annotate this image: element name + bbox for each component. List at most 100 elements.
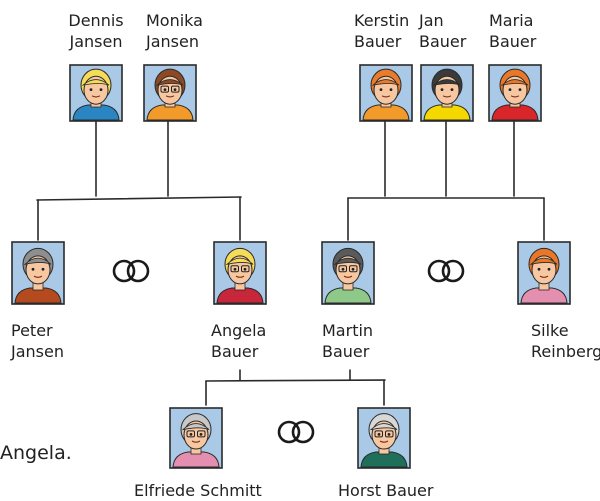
mouth-shape bbox=[91, 95, 101, 98]
first-name: Monika bbox=[146, 11, 203, 30]
marriage-rings bbox=[112, 259, 465, 444]
last-name: Bauer bbox=[354, 32, 402, 51]
eye-shape bbox=[189, 433, 193, 436]
eye-shape bbox=[518, 88, 522, 92]
shirt-shape bbox=[146, 104, 194, 121]
last-name: Bauer bbox=[386, 481, 434, 500]
last-name: Jansen bbox=[69, 32, 123, 51]
shirt-shape bbox=[14, 287, 62, 304]
portrait-maria bbox=[488, 64, 542, 122]
first-name: Jan bbox=[419, 11, 444, 30]
eye-shape bbox=[351, 267, 355, 271]
glasses-lens bbox=[230, 265, 239, 273]
mouth-shape bbox=[235, 275, 245, 278]
shirt-shape bbox=[362, 104, 410, 121]
eye-shape bbox=[41, 267, 45, 271]
mouth-shape bbox=[343, 275, 353, 278]
glasses-lens bbox=[160, 85, 169, 93]
ring-icon bbox=[277, 420, 301, 444]
first-name: Angela bbox=[211, 321, 267, 340]
ring-icon bbox=[126, 259, 150, 283]
first-name: Maria bbox=[489, 11, 534, 30]
glasses-lens bbox=[349, 265, 358, 273]
ring-icon bbox=[441, 259, 465, 283]
fringe-shape bbox=[369, 423, 398, 431]
eye-shape bbox=[450, 88, 454, 92]
fringe-shape bbox=[432, 79, 461, 86]
last-name: Schmitt bbox=[200, 481, 262, 500]
last-name: Bauer bbox=[322, 342, 370, 361]
eye-shape bbox=[173, 88, 177, 92]
fringe-shape bbox=[529, 257, 558, 266]
connector-line bbox=[205, 379, 386, 382]
name-label-elfriede: Elfriede Schmitt bbox=[134, 480, 262, 501]
portrait-jan bbox=[420, 64, 474, 122]
portrait-monika bbox=[143, 64, 197, 122]
ring-icon bbox=[112, 259, 136, 283]
eye-shape bbox=[233, 267, 237, 271]
eye-shape bbox=[389, 88, 393, 92]
fringe-shape bbox=[23, 257, 52, 266]
marriage-rings-icon bbox=[277, 420, 315, 444]
eye-shape bbox=[547, 267, 551, 271]
fringe-shape bbox=[81, 79, 110, 86]
first-name: Kerstin bbox=[354, 11, 410, 30]
first-name: Elfriede bbox=[134, 481, 196, 500]
tree-connectors bbox=[36, 120, 545, 406]
eye-shape bbox=[341, 267, 345, 271]
eye-shape bbox=[508, 88, 512, 92]
first-name: Martin bbox=[322, 321, 374, 340]
marriage-rings-icon bbox=[112, 259, 150, 283]
shirt-shape bbox=[324, 287, 372, 304]
glasses-lens bbox=[374, 430, 383, 438]
first-name: Peter bbox=[11, 321, 53, 340]
glasses-lens bbox=[171, 85, 180, 93]
first-name: Horst bbox=[338, 481, 382, 500]
eye-shape bbox=[31, 267, 35, 271]
mouth-shape bbox=[442, 95, 452, 98]
shirt-shape bbox=[216, 287, 264, 304]
shirt-shape bbox=[172, 451, 220, 468]
first-name: Dennis bbox=[68, 11, 124, 30]
portrait-silke bbox=[517, 241, 571, 305]
portrait-martin bbox=[321, 241, 375, 305]
glasses-lens bbox=[186, 430, 195, 438]
last-name: Bauer bbox=[489, 32, 537, 51]
mouth-shape bbox=[381, 95, 391, 98]
shirt-shape bbox=[491, 104, 539, 121]
ring-icon bbox=[427, 259, 451, 283]
mouth-shape bbox=[539, 275, 549, 278]
last-name: Jansen bbox=[11, 342, 64, 361]
glasses-lens bbox=[338, 265, 347, 273]
glasses-lens bbox=[385, 430, 394, 438]
portrait-elfriede bbox=[169, 407, 223, 469]
glasses-lens bbox=[197, 430, 206, 438]
connector-line bbox=[36, 196, 242, 201]
eye-shape bbox=[199, 433, 203, 436]
mouth-shape bbox=[379, 440, 389, 443]
portrait-peter bbox=[11, 241, 65, 305]
shirt-shape bbox=[72, 104, 120, 121]
marriage-rings-icon bbox=[427, 259, 465, 283]
fringe-shape bbox=[225, 257, 254, 266]
last-name: Jansen bbox=[146, 32, 199, 51]
portrait-dennis bbox=[69, 64, 123, 122]
eye-shape bbox=[537, 267, 541, 271]
fringe-shape bbox=[500, 79, 529, 86]
eye-shape bbox=[243, 267, 247, 271]
eye-shape bbox=[377, 433, 381, 436]
mouth-shape bbox=[510, 95, 520, 98]
mouth-shape bbox=[165, 95, 175, 98]
eye-shape bbox=[379, 88, 383, 92]
first-name: Silke bbox=[531, 321, 569, 340]
name-label-horst: Horst Bauer bbox=[338, 480, 433, 501]
